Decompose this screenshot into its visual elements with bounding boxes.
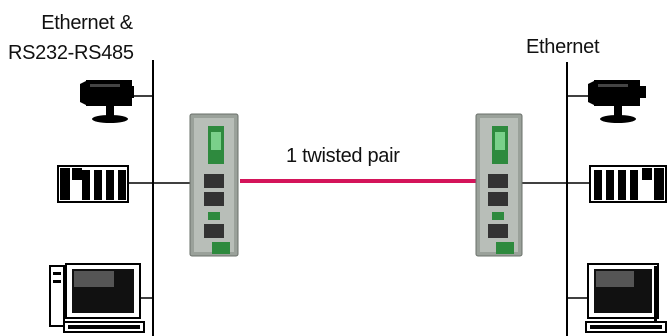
plc-icon — [589, 165, 667, 203]
left-network-label-line2: RS232-RS485 — [8, 42, 134, 64]
camera-icon — [588, 80, 646, 123]
computer-icon — [585, 263, 667, 333]
camera-icon — [80, 80, 134, 123]
computer-icon — [49, 263, 145, 333]
left-network-label-line1: Ethernet & — [41, 12, 133, 34]
left-modem-icon — [189, 113, 239, 257]
right-network-label: Ethernet — [526, 36, 600, 58]
right-modem-icon — [475, 113, 523, 257]
plc-icon — [57, 165, 129, 203]
link-label: 1 twisted pair — [286, 145, 400, 167]
